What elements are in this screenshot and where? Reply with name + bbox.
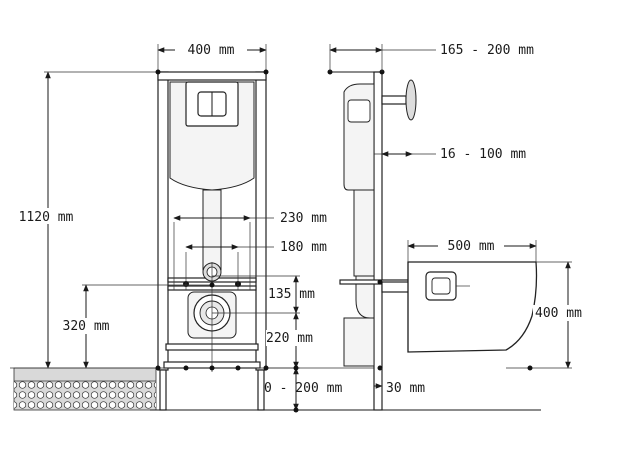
- dimension-bolt-outer: 230 mm: [173, 211, 327, 226]
- bolt-outer-label: 230 mm: [280, 211, 327, 226]
- reference-points: [155, 69, 299, 413]
- dimension-drain-height: 320 mm: [50, 284, 212, 369]
- panel-range-label: 16 - 100 mm: [440, 147, 526, 162]
- dimension-floor-adjust: 0 - 200 mm: [264, 367, 342, 411]
- inlet-offset-label: 135 mm: [268, 287, 315, 302]
- bowl-height-label: 400 mm: [535, 306, 582, 321]
- dimension-depth-range: 165 - 200 mm: [329, 43, 534, 72]
- dimension-bowl-height: 400 mm: [506, 261, 603, 371]
- drain-offset-label: 220 mm: [266, 331, 313, 346]
- dimension-inlet-offset: 135 mm: [212, 275, 315, 314]
- bolt-inner-label: 180 mm: [280, 240, 327, 255]
- side-frame: [327, 69, 417, 411]
- floor-adjust-label: 0 - 200 mm: [264, 381, 342, 396]
- dimension-bowl-length: 500 mm: [407, 238, 537, 262]
- floor-block: [13, 367, 157, 411]
- dimension-panel-range: 16 - 100 mm: [374, 147, 526, 162]
- frame-width-label: 400 mm: [188, 43, 235, 58]
- drain-height-label: 320 mm: [63, 319, 110, 334]
- depth-range-label: 165 - 200 mm: [440, 43, 534, 58]
- frame-height-label: 1120 mm: [19, 210, 74, 225]
- dimension-frame-height: 1120 mm: [4, 71, 158, 369]
- dimension-wall-gap: 30 mm: [374, 368, 425, 400]
- dimension-drain-offset: 220 mm: [264, 312, 330, 369]
- dimension-frame-width: 400 mm: [157, 42, 267, 74]
- dimension-bolt-inner: 180 mm: [185, 240, 327, 255]
- bowl-length-label: 500 mm: [448, 239, 495, 254]
- toilet-bowl: [407, 261, 538, 353]
- wall-gap-label: 30 mm: [386, 381, 425, 396]
